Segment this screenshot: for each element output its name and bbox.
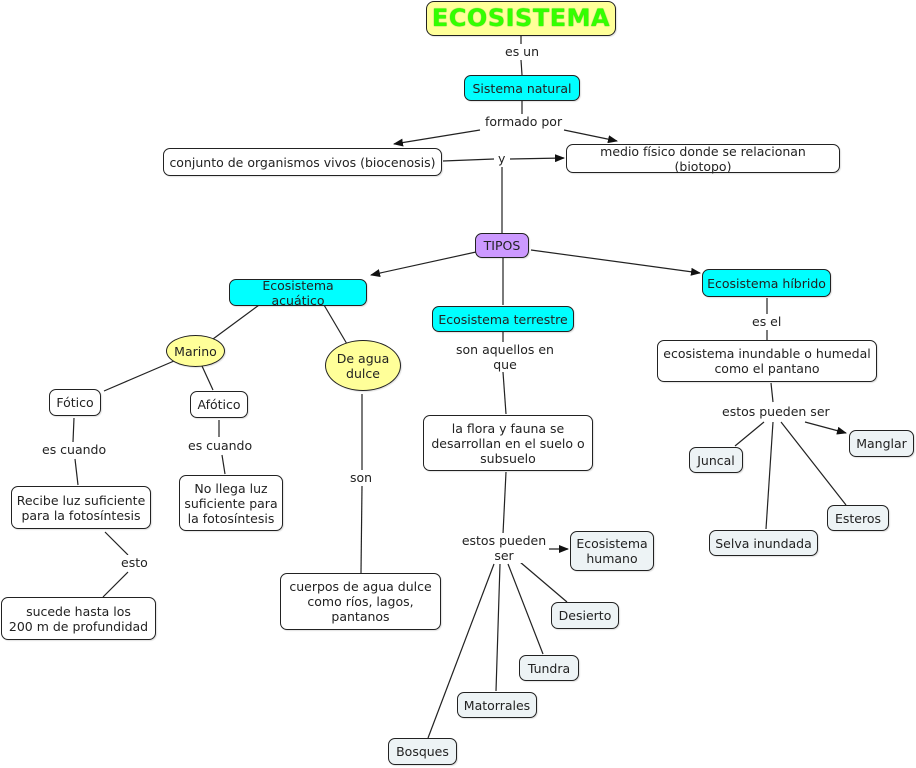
link-estos-pueden-hibrido: estos pueden ser — [720, 404, 832, 419]
node-selva-inundada[interactable]: Selva inundada — [709, 530, 818, 556]
link-y: y — [496, 151, 508, 166]
node-afotico[interactable]: Afótico — [190, 391, 248, 418]
link-esto: esto — [119, 555, 150, 570]
line-estos-tundra — [507, 563, 544, 655]
line-acuatico-marino — [212, 304, 260, 340]
line-formado-biocenosis — [393, 129, 481, 147]
node-bosques[interactable]: Bosques — [388, 738, 457, 765]
node-cuerpos-agua[interactable]: cuerpos de agua dulce como ríos, lagos, … — [280, 573, 441, 630]
node-no-llega-luz[interactable]: No llega luz suficiente para la fotosínt… — [179, 475, 283, 531]
node-ecosistema-humano[interactable]: Ecosistema humano — [570, 531, 654, 571]
line-sonaquellos-flora — [502, 371, 507, 415]
line-estos-selva — [765, 421, 774, 530]
link-es-un: es un — [503, 44, 542, 59]
node-desierto[interactable]: Desierto — [551, 602, 619, 629]
node-fotico[interactable]: Fótico — [49, 389, 101, 416]
line-esun-sistema — [520, 59, 523, 76]
node-ecosistema-terrestre[interactable]: Ecosistema terrestre — [432, 306, 574, 332]
line-estos-desierto — [519, 561, 568, 603]
node-ecosistema-hibrido[interactable]: Ecosistema híbrido — [702, 269, 831, 297]
line-estos-esteros — [780, 421, 847, 506]
node-ecosistema[interactable]: ECOSISTEMA — [426, 1, 616, 36]
line-escuando-nollega — [221, 454, 226, 475]
line-son-cuerpos — [360, 485, 363, 574]
node-marino[interactable]: Marino — [166, 335, 225, 367]
line-humedal-estos — [770, 382, 774, 403]
line-fotico-escuando — [72, 417, 75, 443]
node-manglar[interactable]: Manglar — [849, 430, 914, 457]
node-juncal[interactable]: Juncal — [689, 447, 743, 473]
node-sistema-natural[interactable]: Sistema natural — [464, 75, 580, 101]
link-es-cuando-fotico: es cuando — [40, 442, 109, 457]
node-flora-fauna[interactable]: la flora y fauna se desarrollan en el su… — [423, 415, 593, 471]
node-recibe-luz[interactable]: Recibe luz suficiente para la fotosíntes… — [11, 486, 151, 529]
line-estos-matorrales — [495, 563, 501, 692]
line-escuando-recibe — [74, 458, 79, 486]
node-matorrales[interactable]: Matorrales — [457, 692, 537, 718]
line-tipos-acuatico — [370, 251, 477, 277]
link-es-cuando-afotico: es cuando — [186, 438, 255, 453]
node-ecosistema-acuatico[interactable]: Ecosistema acuático — [229, 278, 367, 308]
node-sucede-hasta[interactable]: sucede hasta los 200 m de profundidad — [1, 597, 156, 640]
line-marino-afotico — [201, 365, 214, 391]
node-de-agua-dulce[interactable]: De agua dulce — [325, 340, 401, 391]
line-biocenosis-y — [442, 158, 495, 162]
line-recibe-esto — [104, 531, 129, 556]
node-tipos[interactable]: TIPOS — [475, 233, 529, 258]
link-formado-por: formado por — [483, 114, 565, 129]
line-estos-manglar — [804, 421, 847, 435]
line-y-biotopo — [509, 154, 565, 163]
line-tipos-hibrido — [530, 249, 701, 276]
link-son: son — [348, 470, 375, 485]
link-estos-pueden-terrestre: estos pueden ser — [459, 533, 549, 563]
line-estos-juncal — [734, 421, 765, 447]
link-es-el: es el — [750, 314, 784, 329]
line-flora-estos — [502, 471, 507, 535]
line-estos-bosques — [427, 563, 495, 739]
line-marino-fotico — [103, 360, 175, 392]
line-formado-biotopo — [563, 129, 618, 144]
node-tundra[interactable]: Tundra — [519, 655, 579, 681]
node-biocenosis[interactable]: conjunto de organismos vivos (biocenosis… — [163, 148, 442, 176]
line-esto-sucede — [102, 571, 129, 598]
link-son-aquellos: son aquellos en que — [453, 342, 557, 372]
node-humedal[interactable]: ecosistema inundable o humedal como el p… — [657, 340, 877, 382]
line-acuatico-dulce — [323, 304, 348, 345]
node-esteros[interactable]: Esteros — [827, 505, 889, 531]
node-biotopo[interactable]: medio físico donde se relacionan (biotop… — [566, 144, 840, 174]
